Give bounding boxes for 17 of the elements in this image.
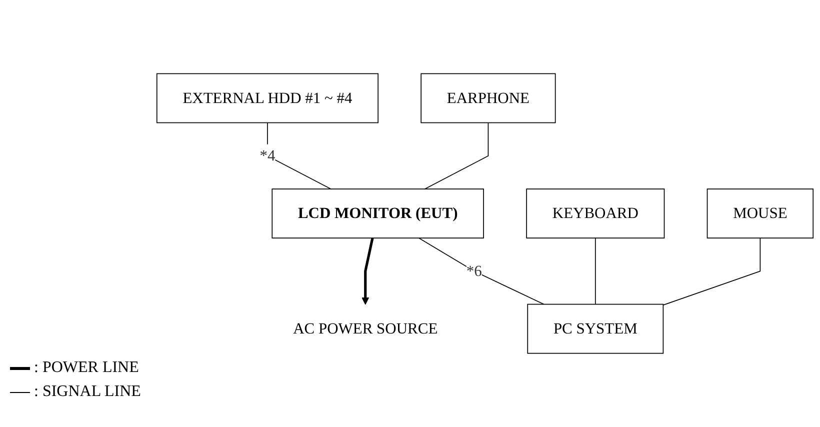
connector: [418, 238, 544, 305]
arrow: [362, 238, 374, 305]
edge-label: *4: [260, 146, 276, 164]
node-box: EARPHONE: [420, 73, 556, 124]
node-box: KEYBOARD: [526, 188, 665, 238]
legend-label: : POWER LINE: [34, 359, 139, 377]
connector: [594, 238, 596, 305]
connector: [267, 122, 332, 190]
node-box: LCD MONITOR (EUT): [272, 188, 484, 238]
node-text: AC POWER SOURCE: [293, 320, 438, 337]
node-box: MOUSE: [706, 188, 814, 238]
edge-label: *6: [466, 262, 482, 280]
legend-label: : SIGNAL LINE: [34, 383, 141, 401]
node-box: EXTERNAL HDD #1 ~ #4: [156, 73, 378, 124]
connector: [424, 122, 489, 190]
connector: [662, 238, 761, 306]
node-box: PC SYSTEM: [527, 304, 664, 354]
